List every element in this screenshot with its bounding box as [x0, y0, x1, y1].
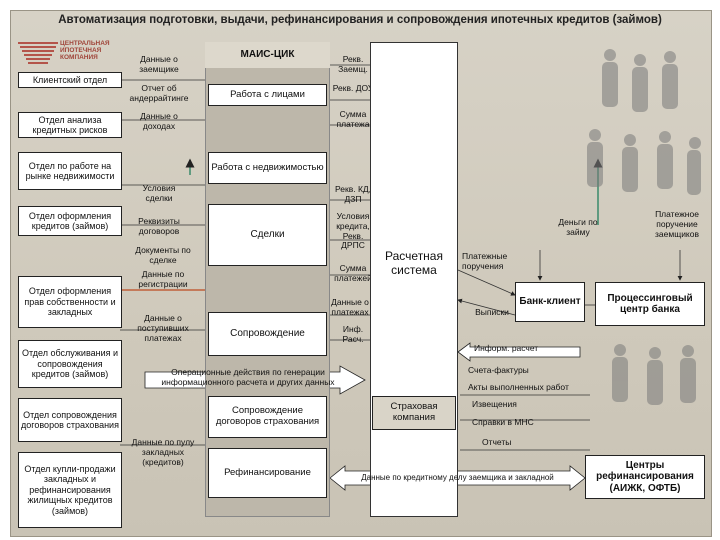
mais-column: [205, 42, 330, 517]
flow-payment-data: Данные о платежах: [331, 297, 369, 317]
dept-loan-servicing: Отдел обслуживания и сопровождения креди…: [18, 340, 122, 388]
flow-borrower-details: Рекв. Заемщ.: [338, 54, 368, 74]
label-notices: Извещения: [472, 399, 517, 409]
module-insurance-support[interactable]: Сопровождение договоров страхования: [208, 396, 327, 438]
flow-registration-data: Данные по регистрации: [138, 269, 188, 289]
label-acts: Акты выполненных работ: [468, 382, 569, 392]
dept-loan-processing: Отдел оформления кредитов (займов): [18, 206, 122, 236]
dept-credit-risk: Отдел анализа кредитных рисков: [18, 112, 122, 138]
label-loan-file-data: Данные по кредитному делу заемщика и зак…: [361, 473, 554, 482]
module-work-persons[interactable]: Работа с лицами: [208, 84, 327, 106]
flow-dou-details: Рекв. ДОУ: [332, 83, 374, 93]
flow-settlement-info: Инф. Расч.: [342, 324, 364, 344]
flow-income-data: Данные о доходах: [140, 111, 178, 131]
flow-contract-details: Реквизиты договоров: [138, 216, 180, 236]
module-refinancing[interactable]: Рефинансирование: [208, 448, 327, 498]
flow-payments-sum: Сумма платежей: [334, 263, 372, 283]
people-illustration: [587, 49, 701, 195]
logo-icon: [18, 42, 58, 64]
diagram-title: Автоматизация подготовки, выдачи, рефина…: [58, 14, 662, 26]
module-work-property[interactable]: Работа с недвижимостью: [208, 152, 327, 184]
mais-header: МАИС-ЦИК: [205, 42, 330, 68]
flow-deal-documents: Документы по сделке: [135, 245, 191, 265]
flow-borrower-data: Данные о заемщике: [139, 54, 179, 74]
settlement-system[interactable]: Расчетная система: [385, 249, 443, 277]
module-support[interactable]: Сопровождение: [208, 312, 327, 356]
dept-refinancing: Отдел купли-продажи закладных и рефинанс…: [18, 452, 122, 528]
label-reports: Отчеты: [482, 437, 512, 447]
dept-client: Клиентский отдел: [18, 72, 122, 88]
dept-insurance-contracts: Отдел сопровождения договоров страховани…: [18, 398, 122, 442]
label-money-loan: Деньги по займу: [558, 217, 598, 237]
insurance-company[interactable]: Страховая компания: [372, 396, 456, 430]
module-deals[interactable]: Сделки: [208, 204, 327, 266]
diagram-frame: [10, 10, 712, 537]
label-borrower-payment-orders: Платежное поручение заемщиков: [655, 209, 699, 239]
flow-loan-terms: Условия кредита, Рекв. ДРПС: [336, 211, 370, 251]
flow-payments-data: Данные о поступивших платежах: [137, 313, 189, 343]
flow-underwriting-report: Отчет об андеррайтинге: [129, 83, 189, 103]
bank-client[interactable]: Банк-клиент: [515, 282, 585, 322]
dept-ownership: Отдел оформления прав собственности и за…: [18, 276, 122, 328]
label-invoices: Счета-фактуры: [468, 365, 529, 375]
processing-center[interactable]: Процессинговый центр банка: [595, 282, 705, 326]
dept-real-estate: Отдел по работе на рынке недвижимости: [18, 152, 122, 190]
flow-kd-dzp: Рекв. КД, ДЗП: [334, 184, 372, 204]
label-payment-orders: Платежные поручения: [462, 251, 508, 271]
flow-deal-terms: Условия сделки: [142, 183, 176, 203]
label-ops-generation: Операционные действия по генерации инфор…: [161, 367, 335, 387]
label-statements: Выписки: [475, 307, 509, 317]
label-settlement-info: Информ. расчет: [474, 343, 539, 353]
people-illustration-lower: [612, 344, 696, 405]
flow-payment-amount: Сумма платежа: [336, 109, 370, 129]
flow-pool-data: Данные по пулу закладных (кредитов): [131, 437, 195, 467]
settlement-column: [370, 42, 458, 517]
refinancing-centers[interactable]: Центры рефинансирования (АИЖК, ОФТБ): [585, 455, 705, 499]
label-mns-certs: Справки в МНС: [472, 417, 534, 427]
